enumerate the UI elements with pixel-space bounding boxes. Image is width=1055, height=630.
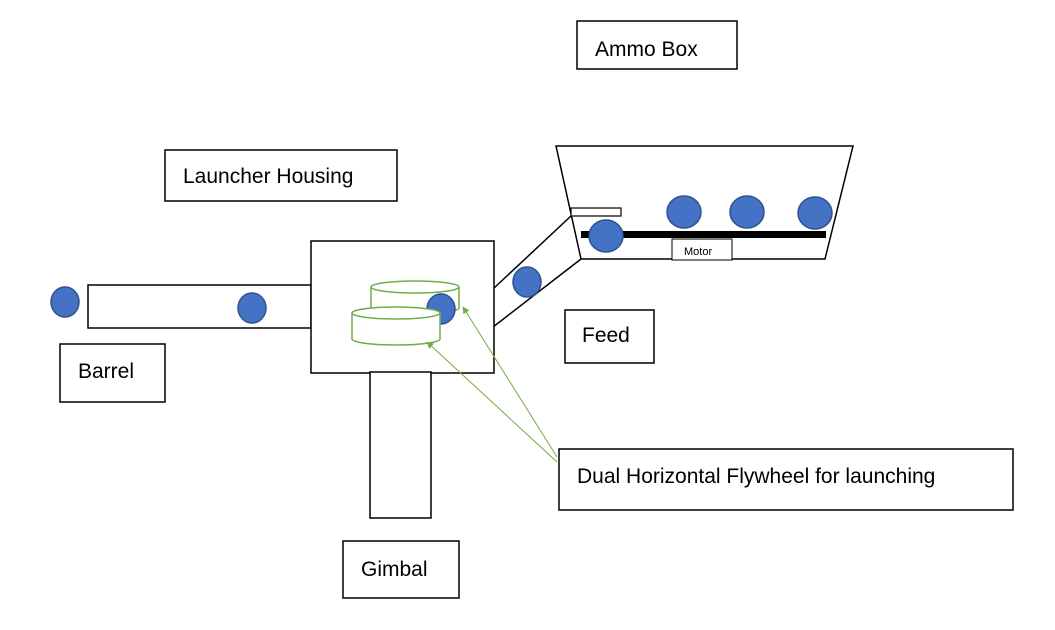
ammo-box-label: Ammo Box xyxy=(576,20,738,70)
launcher-housing-label: Launcher Housing xyxy=(164,149,398,202)
motor-box: Motor xyxy=(671,238,733,261)
gimbal-label: Gimbal xyxy=(342,540,460,599)
launcher-housing-label-text: Launcher Housing xyxy=(183,165,353,188)
ammo-ball-2 xyxy=(666,195,702,229)
feed-label: Feed xyxy=(564,309,655,364)
motor-label: Motor xyxy=(684,246,712,258)
feed-chute-upper xyxy=(492,215,572,290)
feed-label-text: Feed xyxy=(582,324,630,347)
flywheel-arrow-lower xyxy=(426,341,558,463)
ammo-ball-4 xyxy=(797,196,833,230)
feed-ball xyxy=(512,266,542,298)
exit-ball xyxy=(50,286,80,318)
flywheel-front xyxy=(351,306,441,346)
ammo-ball-3 xyxy=(729,195,765,229)
flywheel-label: Dual Horizontal Flywheel for launching xyxy=(558,448,1014,511)
hopper-ledge xyxy=(570,207,622,217)
barrel-label-text: Barrel xyxy=(78,360,134,383)
ammo-box-label-text: Ammo Box xyxy=(595,38,698,61)
gimbal-label-text: Gimbal xyxy=(361,558,428,581)
ammo-box-hopper xyxy=(555,145,854,260)
flywheel-arrow-upper xyxy=(462,306,558,458)
flywheel-label-text: Dual Horizontal Flywheel for launching xyxy=(577,465,935,488)
barrel-tube xyxy=(87,284,312,329)
ammo-ball-1 xyxy=(588,219,624,253)
barrel-label: Barrel xyxy=(59,343,166,403)
barrel-ball xyxy=(237,292,267,324)
conveyor-belt xyxy=(581,231,826,238)
gimbal-column xyxy=(369,371,432,519)
